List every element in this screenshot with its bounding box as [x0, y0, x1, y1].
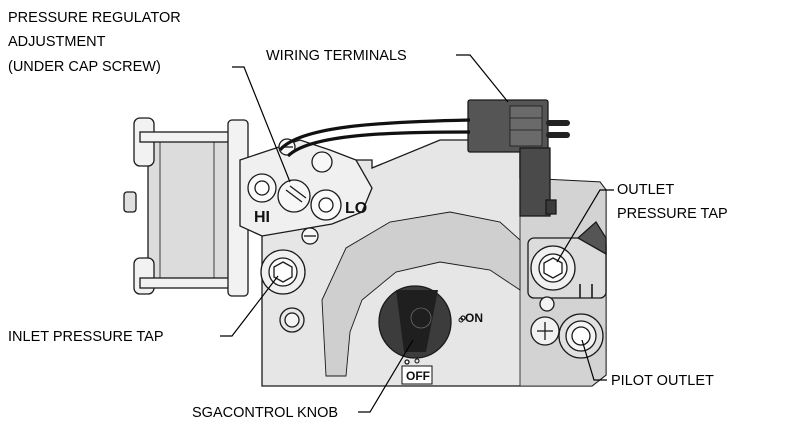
- off-marking: OFF: [406, 369, 430, 383]
- inlet-pressure-tap: [260, 249, 306, 333]
- pressure-regulator-plate: [239, 138, 373, 245]
- leader-pressure-regulator: [232, 66, 291, 183]
- outlet-pressure-tap-label-line-2: PRESSURE TAP: [617, 206, 728, 222]
- control-knob-label: SGACONTROL KNOB: [192, 405, 338, 421]
- off-label-plate: [401, 365, 433, 385]
- leader-inlet-pressure-tap: [220, 275, 279, 337]
- leader-wiring-terminals: [456, 54, 509, 103]
- on-indicator-dot: [458, 317, 464, 323]
- outlet-pressure-tap-label-line-1: OUTLET: [617, 182, 674, 198]
- leader-control-knob: [358, 339, 414, 413]
- wiring-connector: [467, 99, 570, 217]
- pressure-regulator-label-line-2: ADJUSTMENT: [8, 34, 106, 50]
- leader-pilot-outlet: [581, 339, 607, 381]
- lo-marking: LO: [345, 200, 367, 217]
- outlet-pressure-tap: [527, 221, 607, 299]
- pressure-regulator-label-line-3: (UNDER CAP SCREW): [8, 59, 161, 75]
- wiring-terminals-label: WIRING TERMINALS: [266, 48, 407, 64]
- hi-marking: HI: [254, 209, 270, 226]
- gas-control-knob: [378, 285, 466, 365]
- pilot-outlet-label: PILOT OUTLET: [611, 373, 714, 389]
- gas-valve-illustration: [123, 99, 607, 387]
- on-marking: ON: [465, 311, 483, 325]
- valve-body-inner-shading: [321, 211, 521, 377]
- wire-2: [286, 130, 471, 158]
- pilot-outlet: [530, 296, 604, 359]
- leader-lines: [220, 54, 614, 413]
- off-indicator-dot: [414, 358, 420, 364]
- wire-1: [278, 118, 471, 152]
- leader-outlet-pressure-tap: [556, 189, 614, 263]
- inlet-pressure-tap-label: INLET PRESSURE TAP: [8, 329, 164, 345]
- pressure-regulator-label-line-1: PRESSURE REGULATOR: [8, 10, 181, 26]
- outlet-pressure-tap-label: OUTLET PRESSURE TAP: [617, 182, 728, 222]
- pressure-regulator-label: PRESSURE REGULATOR ADJUSTMENT (UNDER CAP…: [8, 10, 185, 75]
- solenoid-coil: [123, 117, 249, 297]
